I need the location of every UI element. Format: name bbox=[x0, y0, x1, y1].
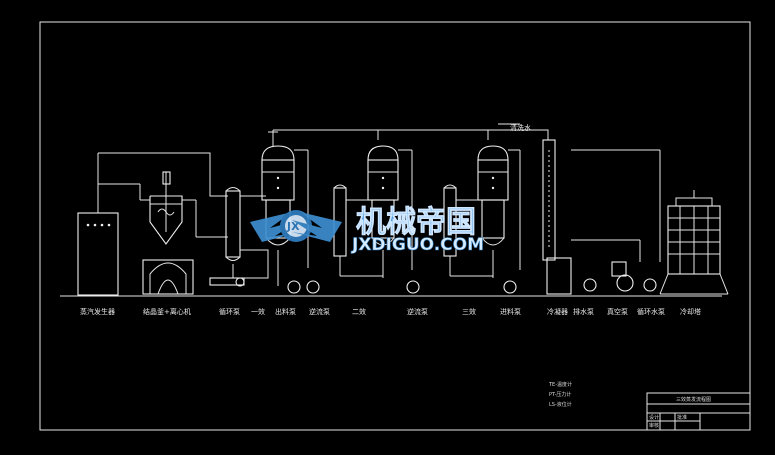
label-vacuum-pump: 真空泵 bbox=[607, 307, 628, 316]
label-drain-pump: 排水泵 bbox=[573, 307, 594, 316]
label-reflux-pump-1: 逆流泵 bbox=[309, 307, 330, 316]
reflux-pump-2 bbox=[406, 280, 420, 294]
label-feed-pump: 进料泵 bbox=[500, 307, 521, 316]
crystallizer bbox=[98, 171, 228, 245]
legend-item-ls: LS-液位计 bbox=[549, 401, 572, 408]
watermark-cn: 机械帝国 bbox=[356, 205, 476, 240]
legend-item-te: TE-温度计 bbox=[548, 381, 572, 388]
title-block-cell-2: 审核 bbox=[649, 422, 659, 429]
label-reflux-pump-2: 逆流泵 bbox=[407, 307, 428, 316]
label-discharge-pump: 出料泵 bbox=[275, 307, 296, 316]
label-circulation-pump: 循环泵 bbox=[219, 307, 240, 316]
cooling-water-pump bbox=[643, 278, 657, 292]
title-block-cell-3: 批准 bbox=[677, 414, 687, 421]
vapor-pipe-3-to-condenser bbox=[488, 129, 549, 140]
vacuum-pump bbox=[611, 261, 634, 292]
steam-generator bbox=[77, 153, 119, 296]
title-block-cell-1: 设计 bbox=[649, 414, 659, 421]
instrument-legend: TE-温度计 PT-压力计 LS-液位计 bbox=[548, 381, 572, 408]
label-effect-3: 三效 bbox=[462, 307, 476, 316]
label-cooling-water-pump: 循环水泵 bbox=[637, 307, 665, 316]
watermark-logo: JX bbox=[250, 210, 342, 242]
effect-1-return-pipe bbox=[240, 249, 269, 279]
effect-3-evaporator bbox=[477, 145, 521, 278]
condenser-column bbox=[542, 139, 661, 295]
discharge-pump bbox=[287, 280, 301, 294]
cooling-tower bbox=[659, 190, 729, 295]
feed-pump bbox=[503, 280, 517, 294]
drawing-frame bbox=[39, 21, 751, 431]
label-effect-2: 二效 bbox=[352, 307, 366, 316]
title-block: 三效蒸发流程图 设计 审核 批准 bbox=[646, 392, 751, 431]
effect-1-evaporator bbox=[261, 130, 309, 286]
legend-item-pt: PT-压力计 bbox=[549, 391, 571, 398]
watermark-emblem: JX bbox=[286, 220, 300, 233]
label-steam-generator: 蒸汽发生器 bbox=[80, 307, 115, 316]
title-block-title: 三效蒸发流程图 bbox=[676, 396, 711, 403]
label-effect-1: 一效 bbox=[251, 307, 265, 316]
effect-3-sep-column bbox=[443, 184, 457, 276]
label-crystallizer-centrifuge: 结晶釜+离心机 bbox=[143, 307, 191, 316]
preheater-column bbox=[225, 187, 241, 278]
circulation-pump bbox=[209, 277, 245, 287]
effect-2-evaporator bbox=[367, 145, 413, 278]
vapor-pipe-1-to-2 bbox=[273, 129, 379, 140]
centrifuge bbox=[142, 259, 194, 295]
vapor-pipe-2-to-3 bbox=[378, 129, 489, 140]
drain-pump bbox=[583, 278, 597, 292]
label-condenser: 冷凝器 bbox=[547, 307, 568, 316]
watermark-en: JXDIGUO.COM bbox=[351, 235, 484, 255]
reflux-pump-1 bbox=[306, 280, 320, 294]
label-cooling-tower: 冷却塔 bbox=[680, 307, 701, 316]
steam-header-pipe bbox=[98, 152, 228, 197]
label-clean-water: 清洗水 bbox=[510, 123, 531, 132]
